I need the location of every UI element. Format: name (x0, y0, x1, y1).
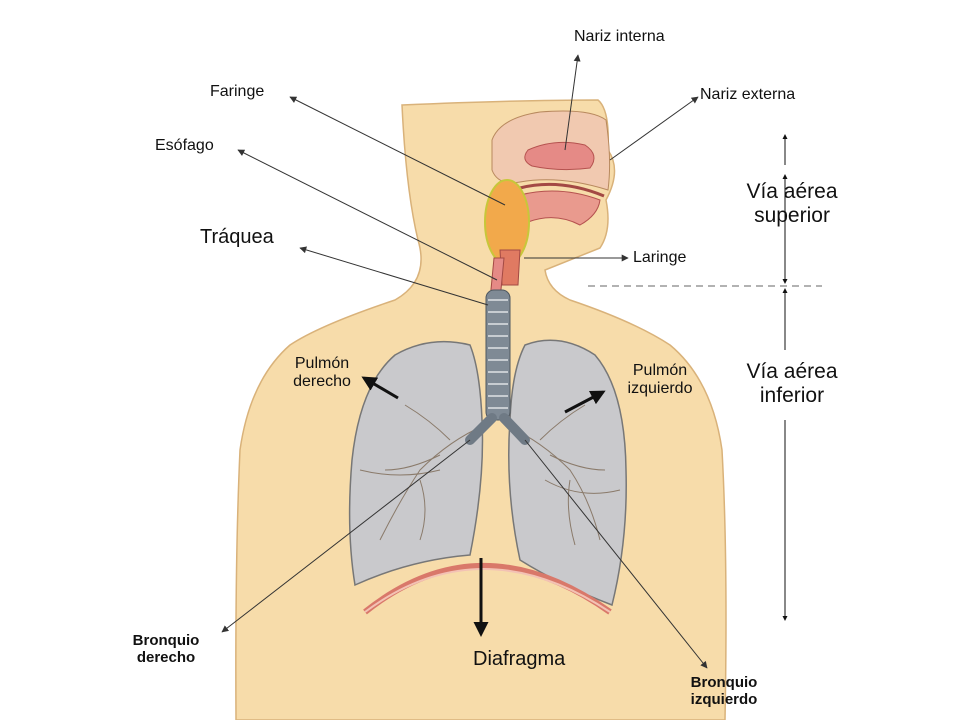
section-superior-line2: superior (754, 204, 830, 228)
oral-cavity (519, 190, 601, 226)
label-traquea: Tráquea (200, 226, 274, 248)
label-pulmon-derecho: Pulmón derecho (282, 355, 362, 392)
section-superior-line1: Vía aérea (746, 180, 838, 203)
label-nariz-interna: Nariz interna (574, 28, 665, 45)
arrow-pulmon-izquierdo (564, 390, 606, 414)
label-bronquio-derecho-line1: Bronquio (132, 632, 200, 649)
soft-palate (519, 182, 605, 198)
diaphragm (363, 563, 612, 615)
section-inferior: Vía aérea inferior (722, 360, 862, 408)
trachea (485, 289, 511, 421)
section-inferior-line2: inferior (759, 384, 825, 408)
label-pulmon-derecho-line2: derecho (293, 373, 351, 391)
leader-nariz-externa (609, 96, 699, 161)
label-bronquio-izquierdo-line2: izquierdo (690, 691, 758, 709)
label-pulmon-izquierdo-line2: izquierdo (627, 380, 693, 398)
label-esofago: Esófago (155, 137, 214, 154)
bronchi (465, 413, 530, 445)
label-bronquio-izquierdo-line1: Bronquio (690, 674, 758, 691)
leader-nariz-interna (564, 54, 581, 151)
nasal-concha (524, 141, 595, 171)
label-diafragma: Diafragma (473, 648, 566, 670)
leader-bronquio-derecho (221, 439, 471, 633)
section-superior: Vía aérea superior (722, 180, 862, 228)
label-pulmon-derecho-line1: Pulmón (294, 355, 350, 372)
leader-faringe (289, 96, 506, 206)
label-nariz-externa: Nariz externa (700, 86, 796, 103)
label-laringe: Laringe (633, 249, 687, 266)
label-pulmon-izquierdo-line1: Pulmón (632, 362, 688, 379)
label-bronquio-derecho: Bronquio derecho (118, 632, 214, 667)
leader-traquea (299, 246, 489, 306)
leader-esofago (237, 149, 498, 281)
label-bronquio-derecho-line2: derecho (136, 649, 196, 667)
trachea-rings (488, 299, 508, 409)
leader-bronquio-izquierdo (524, 439, 708, 669)
label-bronquio-izquierdo: Bronquio izquierdo (672, 674, 776, 709)
label-pulmon-izquierdo: Pulmón izquierdo (612, 362, 708, 399)
arrow-pulmon-derecho (361, 376, 399, 400)
label-faringe: Faringe (210, 83, 265, 100)
section-inferior-line1: Vía aérea (746, 360, 838, 383)
